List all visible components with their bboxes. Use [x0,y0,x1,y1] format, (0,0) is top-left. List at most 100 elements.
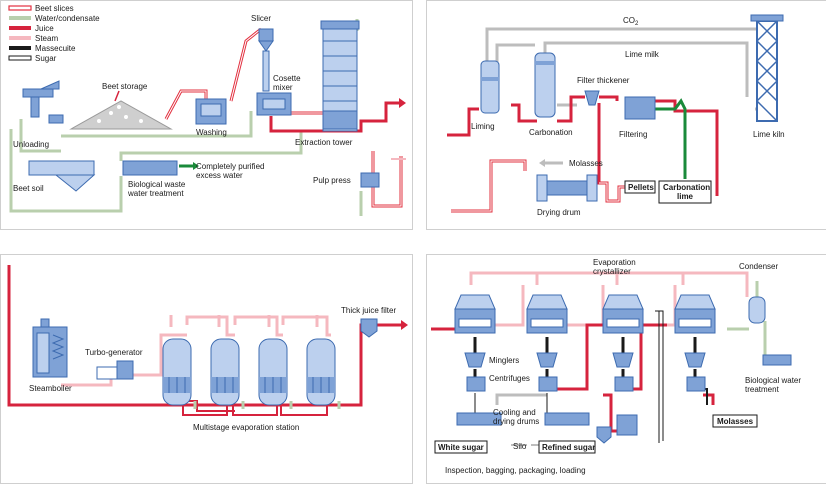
label-lime-milk: Lime milk [625,50,660,59]
label-pulp-press: Pulp press [313,176,351,185]
cosette-mixer [256,92,292,116]
unloading-station [22,80,64,124]
label-silo: Silo [513,442,527,451]
label-filter-thickener: Filter thickener [577,76,630,85]
legend-sugar-swatch [8,55,32,61]
juice-out-arrow-icon [401,320,408,330]
panel-extraction: Beet slices Water/condensate Juice Steam… [0,0,413,230]
label-filtering: Filtering [619,130,647,139]
water-line-unloading [19,119,61,153]
legend-label-sugar: Sugar [35,54,57,63]
centrifuge-2 [538,376,558,392]
panel-crystallization: Condenser Evaporation crystallizer Mingl… [426,254,826,484]
carbonation-vessel [534,52,556,118]
legend-label-juice: Juice [35,24,54,33]
mingler-1 [464,352,486,368]
label-thick-juice-filter: Thick juice filter [341,306,396,315]
purification-diagram: CO2 Lime milk Filter thickener Liming Ca… [447,14,785,217]
carbonation-lime-box [658,180,712,204]
settling-tank [28,160,96,192]
legend-label-massecuite: Massecuite [35,44,76,53]
refined-sugar-box [538,440,596,454]
label-bio-water-2: treatment [745,385,780,394]
juice-main-loop [7,265,363,407]
label-refined-sugar: Refined sugar [542,443,595,452]
crystallizer-4 [674,294,716,334]
massecuite-lines [473,337,697,353]
pulp-press-unit [360,172,380,188]
liming-vessel [480,60,500,114]
legend-label-beet: Beet slices [35,4,74,13]
label-bio-water-1: Biological water [745,376,801,385]
juice-line-in [447,107,479,137]
label-slicer: Slicer [251,14,271,23]
cooling-drum-2 [544,412,590,426]
evaporation-diagram: Thick juice filter Turbo-generator Steam… [7,265,408,432]
label-condenser: Condenser [739,262,778,271]
label-extraction-tower: Extraction tower [295,138,353,147]
extraction-diagram: Beet slices Water/condensate Juice Steam… [8,4,406,216]
legend-massecuite-swatch [9,46,31,50]
label-bio-1: Biological waste [128,180,186,189]
centrifuge-1 [466,376,486,392]
drying-drum [536,174,598,202]
legend-label-steam: Steam [35,34,58,43]
label-evap-1: Evaporation [593,258,636,267]
steam-header [469,271,749,297]
label-inspection: Inspection, bagging, packaging, loading [445,466,586,475]
label-carbonation-lime-1: Carbonation [663,183,710,192]
evaporator-1 [162,338,192,406]
crystallizer-1 [454,294,496,334]
centrifuge-3 [614,376,634,392]
label-turbo-generator: Turbo-generator [85,348,143,357]
water-line-bio [119,131,303,161]
mingler-4 [684,352,706,368]
panel-evaporation: Thick juice filter Turbo-generator Steam… [0,254,413,484]
label-lime-kiln: Lime kiln [753,130,785,139]
steamboiler [32,318,68,378]
beet-storage-pile [69,100,173,130]
label-molasses: Molasses [569,159,603,168]
label-liming: Liming [471,122,495,131]
extraction-tower [320,20,360,132]
label-molasses: Molasses [717,417,754,426]
label-beet-storage: Beet storage [102,82,148,91]
pulp-line-drum [451,159,527,213]
white-sugar-box [434,440,488,454]
label-steamboiler: Steamboiler [29,384,72,393]
dissolver-unit [616,414,638,436]
filter-icon [596,426,612,444]
water-loop-left [9,129,123,213]
label-purified-2: excess water [196,171,243,180]
evaporator-2 [210,338,240,406]
centrifuge-4 [686,376,706,392]
panel-purification: CO2 Lime milk Filter thickener Liming Ca… [426,0,826,230]
label-bio-2: water treatment [127,189,184,198]
water-line-washing [61,111,253,138]
cooling-drum-1 [456,412,502,426]
turbo-generator [96,360,134,380]
slicer-unit [258,28,274,92]
juice-line-tower [269,101,399,133]
mingler-2 [536,352,558,368]
label-multistage: Multistage evaporation station [193,423,299,432]
label-cooling-1: Cooling and [493,408,536,417]
legend-swatches [8,5,32,61]
label-washing: Washing [196,128,227,137]
label-pellets: Pellets [628,183,654,192]
lime-kiln [750,14,784,122]
label-carbonation-lime-2: lime [677,192,694,201]
filtering-unit [624,96,656,120]
legend-label-water: Water/condensate [35,14,100,23]
crystallization-diagram: Condenser Evaporation crystallizer Mingl… [431,258,801,475]
label-centrifuges: Centrifuges [489,374,530,383]
steam-line-generator [61,333,187,387]
evaporator-3 [258,338,288,406]
juice-arrow-icon [399,98,406,108]
legend-juice-swatch [9,26,31,30]
legend-steam-swatch [9,36,31,40]
crystallizer-3 [602,294,644,334]
label-cosette-1: Cosette [273,74,301,83]
bio-treatment-unit [122,160,178,176]
label-cooling-2: drying drums [493,417,539,426]
